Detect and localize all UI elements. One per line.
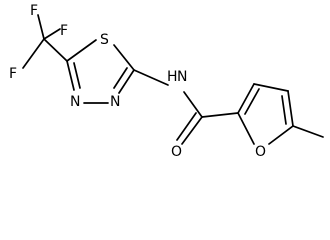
bond-c-f3	[43, 28, 61, 40]
bond-furan-c5-o	[268, 125, 294, 145]
bond-furan-c2-c3	[237, 83, 255, 114]
bond-carbonyl-o	[181, 116, 203, 145]
bond-furan-c2-c3-double	[244, 88, 260, 115]
bond-carbonyl-o-double	[176, 112, 197, 141]
bond-s-c2	[113, 44, 135, 71]
bond-c-f1	[37, 14, 45, 40]
atom-f1: F	[30, 3, 38, 19]
furan-ring-bonds	[237, 83, 324, 145]
bond-furan-c4-c5-double	[281, 95, 287, 125]
bond-c2-nh	[133, 69, 169, 86]
bond-furan-c4-c5	[287, 90, 294, 127]
bond-n3-c2	[118, 69, 135, 94]
amide-bonds	[133, 69, 239, 145]
bond-n3-c2-double	[113, 67, 128, 89]
atom-n3: N	[110, 94, 120, 110]
trifluoromethyl-bonds	[22, 14, 68, 69]
bond-c-f2	[22, 38, 45, 69]
bond-carbonyl-furan	[201, 112, 239, 118]
bond-furan-methyl	[292, 125, 324, 138]
atom-nh-h: H	[167, 69, 178, 85]
atom-f3: F	[60, 23, 68, 39]
bond-c5-s	[66, 39, 97, 62]
atom-f2: F	[9, 66, 17, 82]
atom-n4: N	[70, 94, 80, 110]
bond-c5-n4	[66, 60, 75, 91]
bond-furan-o-c2	[237, 112, 255, 145]
atom-furan-o: O	[255, 144, 266, 160]
atom-labels: F F F S N N H N O O	[9, 3, 266, 160]
bond-c5-n4-double	[73, 62, 81, 89]
atom-carbonyl-o: O	[171, 144, 182, 160]
atom-s: S	[100, 32, 109, 48]
chemical-structure-diagram: F F F S N N H N O O	[9, 3, 324, 160]
bond-nh-carbonyl	[183, 91, 203, 118]
atom-nh-n: N	[177, 69, 187, 85]
thiadiazole-ring-bonds	[66, 39, 135, 104]
bond-cf3-ring	[43, 38, 68, 62]
bond-furan-c3-c4	[253, 83, 289, 92]
